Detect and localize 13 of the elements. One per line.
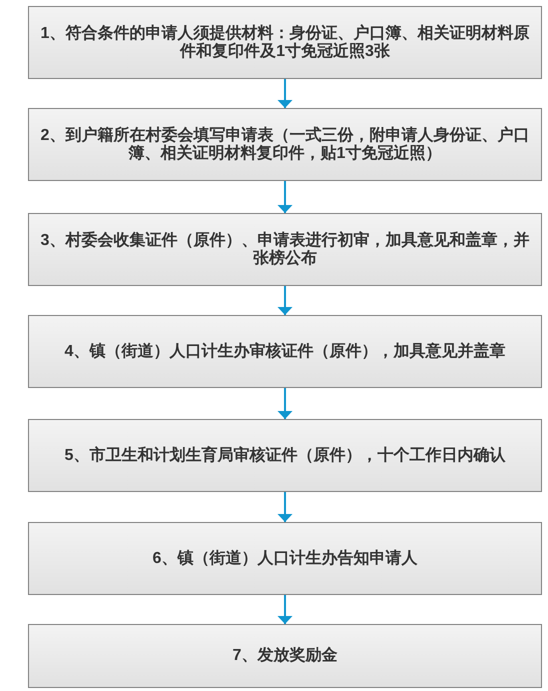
- arrow: [278, 286, 292, 315]
- process-box: 4、镇（街道）人口计生办审核证件（原件），加具意见并盖章: [28, 315, 542, 388]
- process-box: 6、镇（街道）人口计生办告知申请人: [28, 522, 542, 595]
- process-box: 2、到户籍所在村委会填写申请表（一式三份，附申请人身份证、户口簿、相关证明材料复印件，贴1寸免冠近照）: [28, 108, 542, 181]
- process-box: 3、村委会收集证件（原件）、申请表进行初审，加具意见和盖章，并张榜公布: [28, 213, 542, 286]
- process-box: 5、市卫生和计划生育局审核证件（原件），十个工作日内确认: [28, 419, 542, 492]
- process-box: 1、符合条件的申请人须提供材料：身份证、户口簿、相关证明材料原件和复印件及1寸免冠近照3张: [28, 6, 542, 79]
- arrow: [278, 79, 292, 108]
- process-box: 7、发放奖励金: [28, 624, 542, 688]
- arrow: [278, 595, 292, 624]
- arrow: [278, 492, 292, 522]
- arrow: [278, 388, 292, 419]
- arrow: [278, 181, 292, 213]
